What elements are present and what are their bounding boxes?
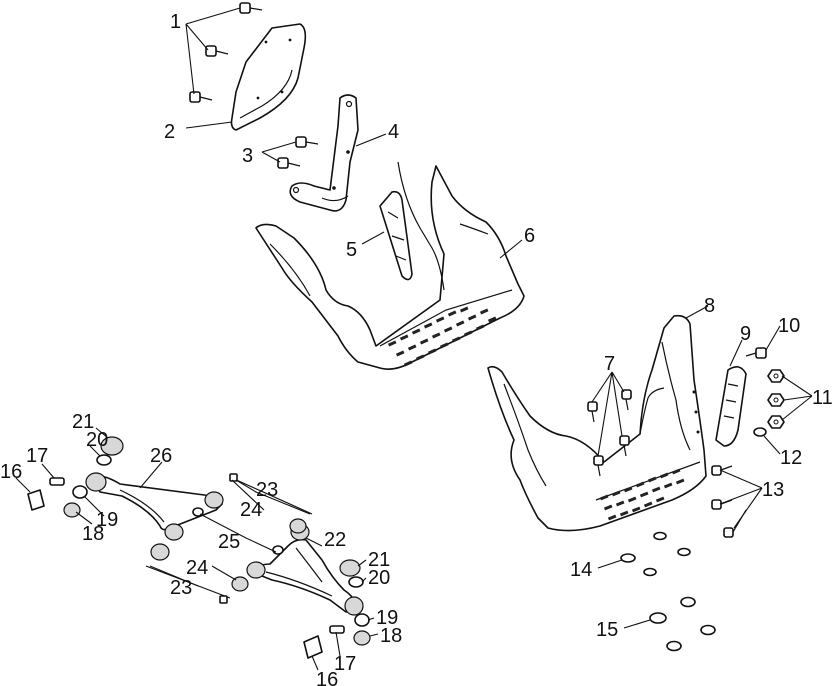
bushing-18b [353,630,371,646]
callout-3: 3 [242,145,253,167]
callout-7: 7 [604,353,615,375]
decal-part [379,190,413,281]
ring-20b [348,576,364,588]
callout-21-right: 21 [368,549,390,571]
callout-19-right: 19 [376,607,398,629]
callout-11: 11 [812,387,833,409]
tread-pattern [387,306,497,367]
leader-lines [15,7,813,671]
callout-2: 2 [164,121,175,143]
callout-16-bottom: 16 [316,669,338,686]
screw-7-c [619,435,630,457]
fitting-17a [49,477,65,486]
screw-3-a [295,136,319,148]
screw-13-b [711,499,733,510]
rear-body-part [487,314,707,532]
sleeve-16a [27,489,45,511]
screw-1-top [239,2,263,14]
callout-1: 1 [170,11,181,33]
callout-25: 25 [218,531,240,553]
callout-14: 14 [570,559,592,581]
callout-5: 5 [346,239,357,261]
callout-4: 4 [388,121,399,143]
callout-labels: 1 2 3 4 5 6 7 8 9 10 11 12 13 14 15 16 1… [0,11,833,686]
callout-24-lower: 24 [186,557,208,579]
callout-13: 13 [762,479,784,501]
bushing-19b [354,613,370,627]
bushing-24a [289,518,307,534]
callout-20-right: 20 [368,567,390,589]
screw-13-c [723,509,747,538]
mount-bracket-part [289,94,359,212]
fitting-17b [329,625,345,634]
callout-6: 6 [524,225,535,247]
bushing-19a [72,485,88,499]
callout-12: 12 [780,447,802,469]
callout-20-left: 20 [86,429,108,451]
nut-11-b [767,393,785,407]
callout-18-right: 18 [380,625,402,647]
grommet-14 [620,531,691,577]
bushing-24b [231,576,249,592]
nut-11-a [767,369,785,383]
callout-8: 8 [704,295,715,317]
callout-26: 26 [150,445,172,467]
screw-3-b [277,157,301,169]
front-body-part [255,161,525,370]
callout-17-left: 17 [26,445,48,467]
callout-24-upper: 24 [240,499,262,521]
callout-23-lower: 23 [170,577,192,599]
rear-tread-pattern [599,468,685,521]
callout-22: 22 [324,529,346,551]
sleeve-16b [303,635,323,659]
screw-7-b [621,389,632,411]
ball-joint-cap-21a [100,436,124,456]
screw-10 [745,347,767,359]
nut-11-c [767,415,785,429]
screw-13-a [711,465,733,476]
windshield-part [230,23,307,131]
washer-12 [753,427,767,437]
callout-19-left: 19 [96,509,118,531]
callout-9: 9 [740,323,751,345]
bolt-23a [229,473,313,515]
reflector-part [715,366,747,447]
screw-7-a [587,401,598,423]
bushing-18a [63,502,81,518]
callout-21-left: 21 [72,411,94,433]
callout-15: 15 [596,619,618,641]
upper-a-arm-part [85,472,224,541]
callout-16-left: 16 [0,461,22,483]
callout-23-upper: 23 [256,479,278,501]
washer-25 [150,507,284,561]
screw-1-low [189,91,213,103]
screw-1-mid [205,45,229,57]
callout-10: 10 [778,315,800,337]
callout-17-bottom: 17 [334,653,356,675]
ring-20a [96,454,112,466]
callout-18-left: 18 [82,523,104,545]
grommet-15 [649,596,716,652]
ball-joint-cap-21b [339,559,361,577]
